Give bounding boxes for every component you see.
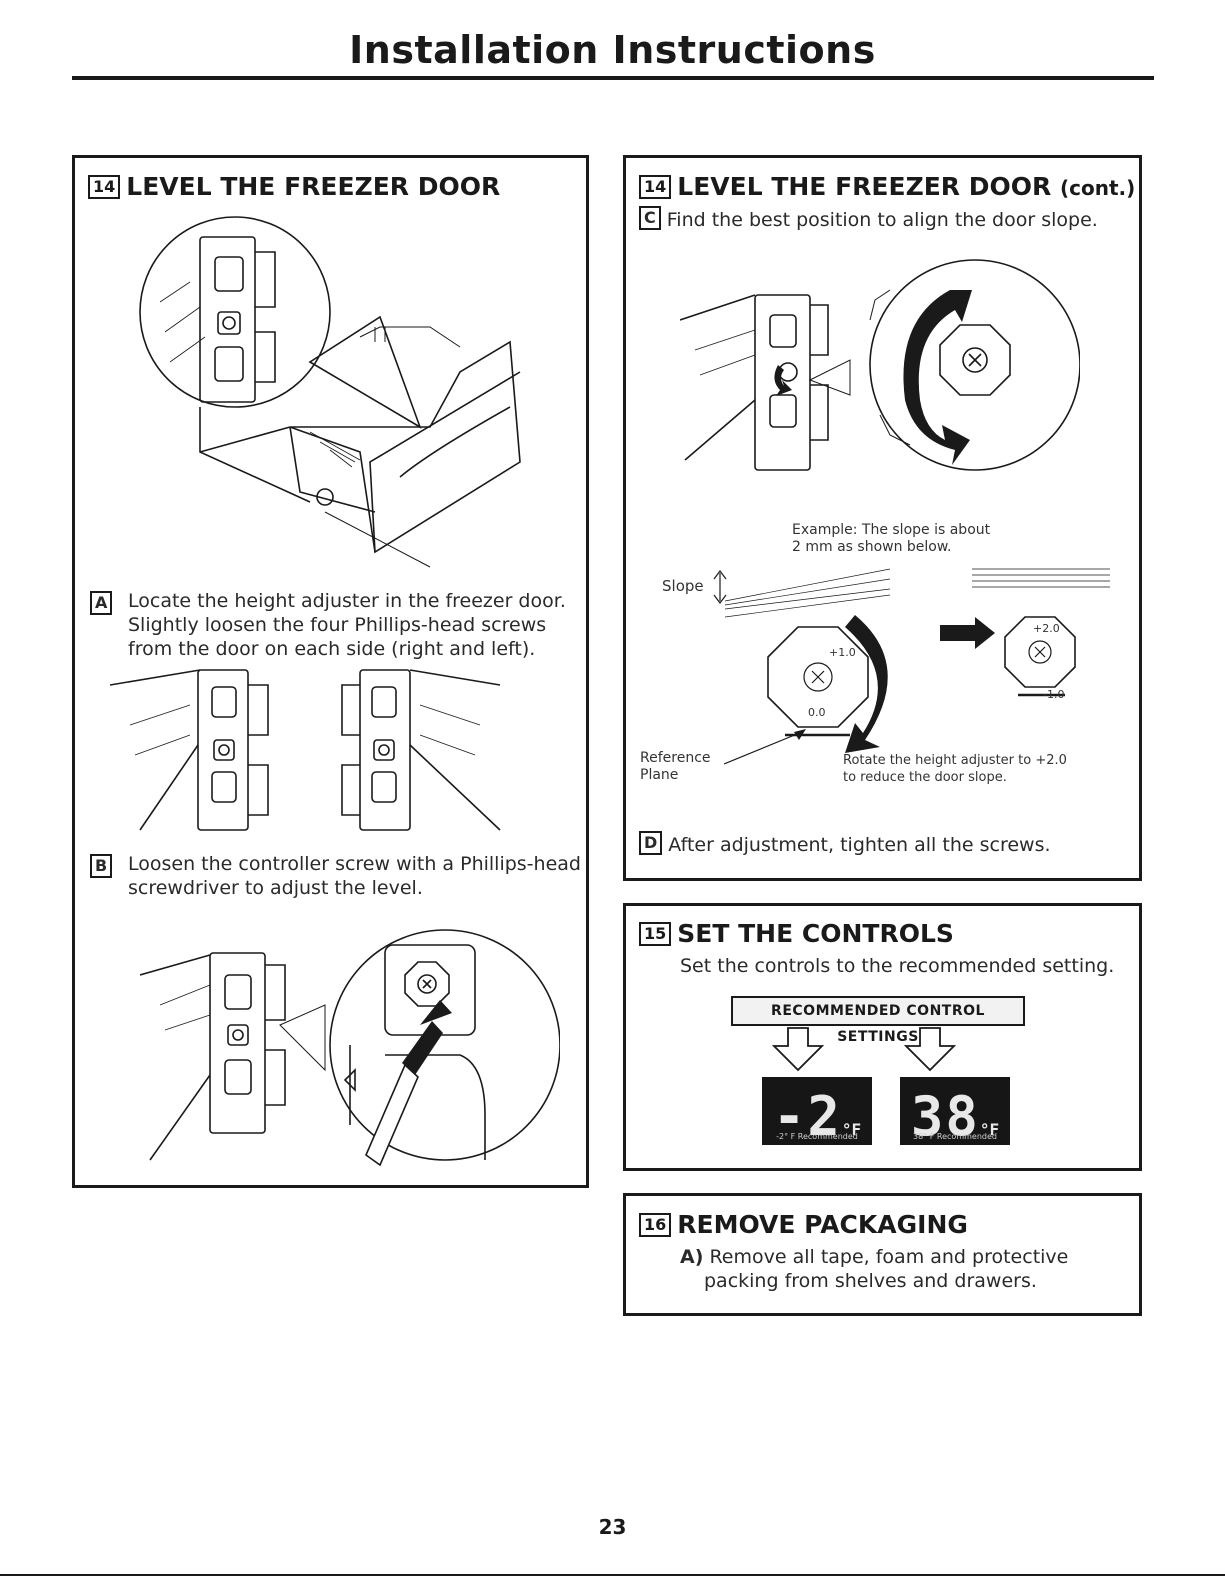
right-top-panel [623,155,1142,881]
reference-line-1: Reference [640,750,711,766]
item-line-1: Remove all tape, foam and protective [709,1246,1069,1268]
freezer-display-unit: °F [841,1120,862,1139]
dial-label-plus1: +1.0 [829,646,856,659]
step-a-line-2: Slightly loosen the four Phillips-head s… [128,614,547,636]
freezer-display-caption: -2° F Recommended [776,1132,858,1141]
step-a-line-1: Locate the height adjuster in the freeze… [128,590,566,612]
right-mid-panel [623,903,1142,1171]
dial-label-zero: 0.0 [808,706,826,719]
reference-line-2: Plane [640,767,679,783]
fridge-display-value: 38°F [910,1085,1000,1145]
heading-suffix: (cont.) [1059,176,1136,200]
page-number: 23 [598,1515,627,1539]
step-number-badge: 15 [639,922,672,946]
step-d-text: After adjustment, tighten all the screws… [668,834,1051,856]
bottom-rule [0,1574,1225,1576]
title-rule [72,76,1154,80]
rotate-instruction: Rotate the height adjuster to +2.0 to re… [843,752,1067,786]
remove-packaging-item: A) Remove all tape, foam and protective … [680,1245,1068,1293]
dial-label-plus2: +2.0 [1033,622,1060,635]
fridge-display-caption: 38° F Recommended [913,1132,997,1141]
recommended-settings-banner: RECOMMENDED CONTROL SETTINGS [731,996,1025,1045]
item-label: A) [680,1246,704,1268]
step-a-badge: A [90,591,113,615]
rotate-line-1: Rotate the height adjuster to +2.0 [843,753,1067,768]
freezer-drawer-illustration [139,216,521,568]
reference-plane-label: Reference Plane [640,750,711,784]
step-b-badge: B [90,854,113,878]
heading-text: LEVEL THE FREEZER DOOR [677,172,1052,201]
freezer-display-value: -2°F [772,1085,862,1145]
step-number-badge: 14 [88,175,121,199]
fridge-display-unit: °F [979,1120,1000,1139]
page-title: Installation Instructions [349,28,876,72]
example-line-1: Example: The slope is about [792,522,991,538]
item-line-2: packing from shelves and drawers. [704,1270,1037,1292]
right-bottom-panel [623,1193,1142,1316]
step-d-badge: D [639,831,663,855]
rotate-line-2: to reduce the door slope. [843,770,1007,785]
heading-text: SET THE CONTROLS [677,919,954,948]
slope-diagram [713,568,1110,753]
step-number-badge: 16 [639,1213,672,1237]
heading-text: LEVEL THE FREEZER DOOR [126,172,501,201]
example-text: Example: The slope is about 2 mm as show… [792,522,990,556]
step-b-line-2: screwdriver to adjust the level. [128,877,423,899]
heading-text: REMOVE PACKAGING [677,1210,968,1239]
step-c-text: Find the best position to align the door… [666,209,1098,231]
dial-label-minus1: -1.0 [1043,688,1065,701]
down-arrows [771,1027,957,1072]
slope-label: Slope [662,577,704,595]
left-panel [72,155,589,1188]
step-c-badge: C [639,206,661,230]
left-right-adjusters-illustration [110,669,501,831]
reference-arrow [723,729,806,765]
fridge-display: 38°F 38° F Recommended [900,1077,1010,1145]
freezer-display: -2°F -2° F Recommended [762,1077,872,1145]
screwdriver-illustration [140,929,560,1167]
step-b-line-1: Loosen the controller screw with a Phill… [128,853,581,875]
example-line-2: 2 mm as shown below. [792,539,952,555]
step-number-badge: 14 [639,175,672,199]
rotation-illustration [680,259,1080,471]
set-controls-text: Set the controls to the recommended sett… [680,955,1115,977]
step-a-line-3: from the door on each side (right and le… [128,638,536,660]
